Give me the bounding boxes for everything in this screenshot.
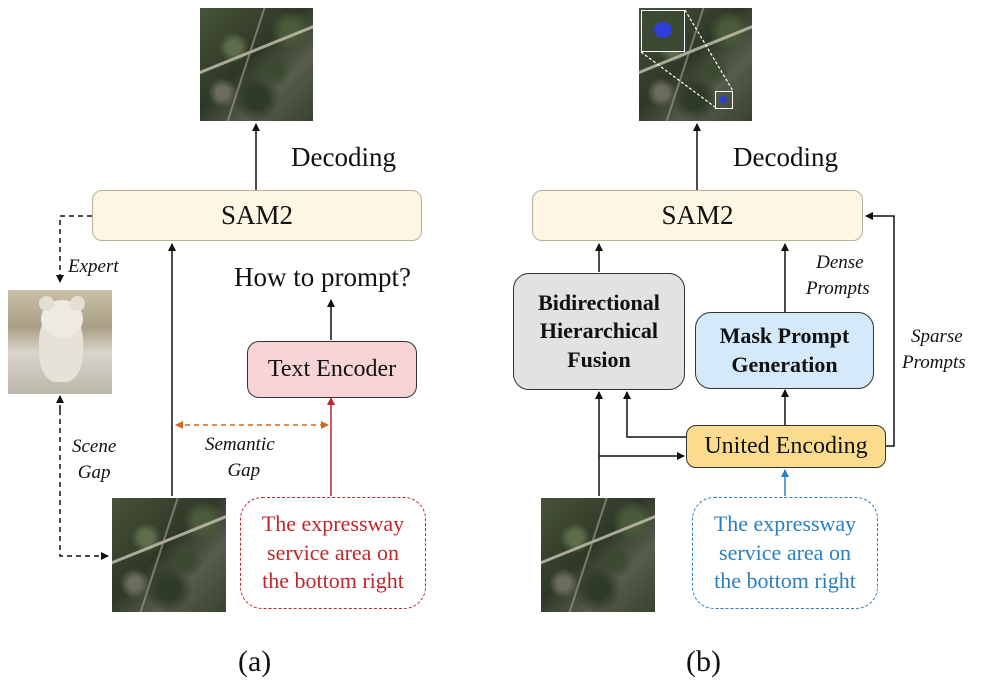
sam2-label-a: SAM2	[220, 200, 294, 230]
united-encoding-box: United Encoding	[686, 425, 886, 468]
arrow-scene-gap	[59, 410, 109, 560]
semantic-gap-label: Semantic Gap	[205, 432, 275, 483]
semantic-gap-line-1: Semantic	[205, 434, 275, 455]
bhf-line-2: Hierarchical	[539, 318, 659, 344]
mpg-line-1: Mask Prompt	[719, 322, 850, 348]
caption-a: (a)	[238, 645, 272, 678]
text-encoder-box: Text Encoder	[247, 341, 417, 398]
query-b-line-3: the bottom right	[714, 568, 856, 594]
query-a-line-1: The expressway	[261, 511, 405, 537]
mask-blob-inset	[654, 22, 672, 38]
mpg-line-2: Generation	[731, 351, 838, 377]
query-b-line-2: service area on	[719, 539, 851, 565]
input-satellite-image-a	[112, 498, 226, 612]
bhf-line-3: Fusion	[567, 346, 631, 372]
query-a-line-2: service area on	[267, 539, 399, 565]
arrow-sam-expert	[56, 215, 92, 283]
decoding-label-a: Decoding	[291, 142, 396, 172]
zoom-inset	[641, 10, 685, 52]
sparse-prompts-line-2: Prompts	[902, 351, 966, 373]
query-a-line-3: the bottom right	[262, 568, 404, 594]
decoding-label-b: Decoding	[733, 142, 838, 172]
dense-prompts-line-2: Prompts	[806, 277, 870, 299]
output-satellite-image-b	[639, 8, 752, 121]
united-encoding-label: United Encoding	[704, 433, 868, 459]
teddy-bear-photo	[8, 290, 112, 394]
semantic-gap-line-2: Gap	[227, 459, 261, 481]
sam2-box-b: SAM2	[532, 190, 863, 241]
arrow-ue-sparse	[865, 212, 895, 447]
bhf-line-1: Bidirectional	[538, 289, 660, 315]
sam2-label-b: SAM2	[661, 200, 734, 230]
zoom-target-box	[715, 91, 733, 109]
scene-gap-line-1: Scene	[72, 436, 117, 457]
zoom-lines	[640, 9, 734, 108]
input-satellite-image-b	[541, 498, 655, 612]
arrow-ue-to-bhf	[623, 391, 686, 438]
dense-prompts-line-1: Dense	[816, 252, 864, 273]
mask-prompt-generation-box: Mask Prompt Generation	[695, 312, 874, 389]
text-query-box-b: The expressway service area on the botto…	[692, 497, 878, 609]
scene-gap-label: Scene Gap	[72, 434, 116, 485]
scene-gap-line-2: Gap	[77, 461, 111, 483]
how-to-prompt-label: How to prompt?	[234, 262, 411, 292]
sparse-prompts-label: Sparse Prompts	[902, 324, 966, 375]
mask-blob	[719, 96, 727, 103]
text-query-box-a: The expressway service area on the botto…	[240, 497, 426, 609]
query-b-line-1: The expressway	[713, 511, 857, 537]
bidirectional-hierarchical-fusion-box: Bidirectional Hierarchical Fusion	[513, 273, 685, 390]
caption-b: (b)	[686, 645, 721, 678]
sparse-prompts-line-1: Sparse	[910, 326, 963, 347]
output-satellite-image-a	[200, 8, 313, 121]
dense-prompts-label: Dense Prompts	[806, 250, 870, 301]
sam2-box-a: SAM2	[92, 190, 422, 241]
text-encoder-label: Text Encoder	[267, 356, 397, 382]
expert-label: Expert	[68, 256, 119, 277]
